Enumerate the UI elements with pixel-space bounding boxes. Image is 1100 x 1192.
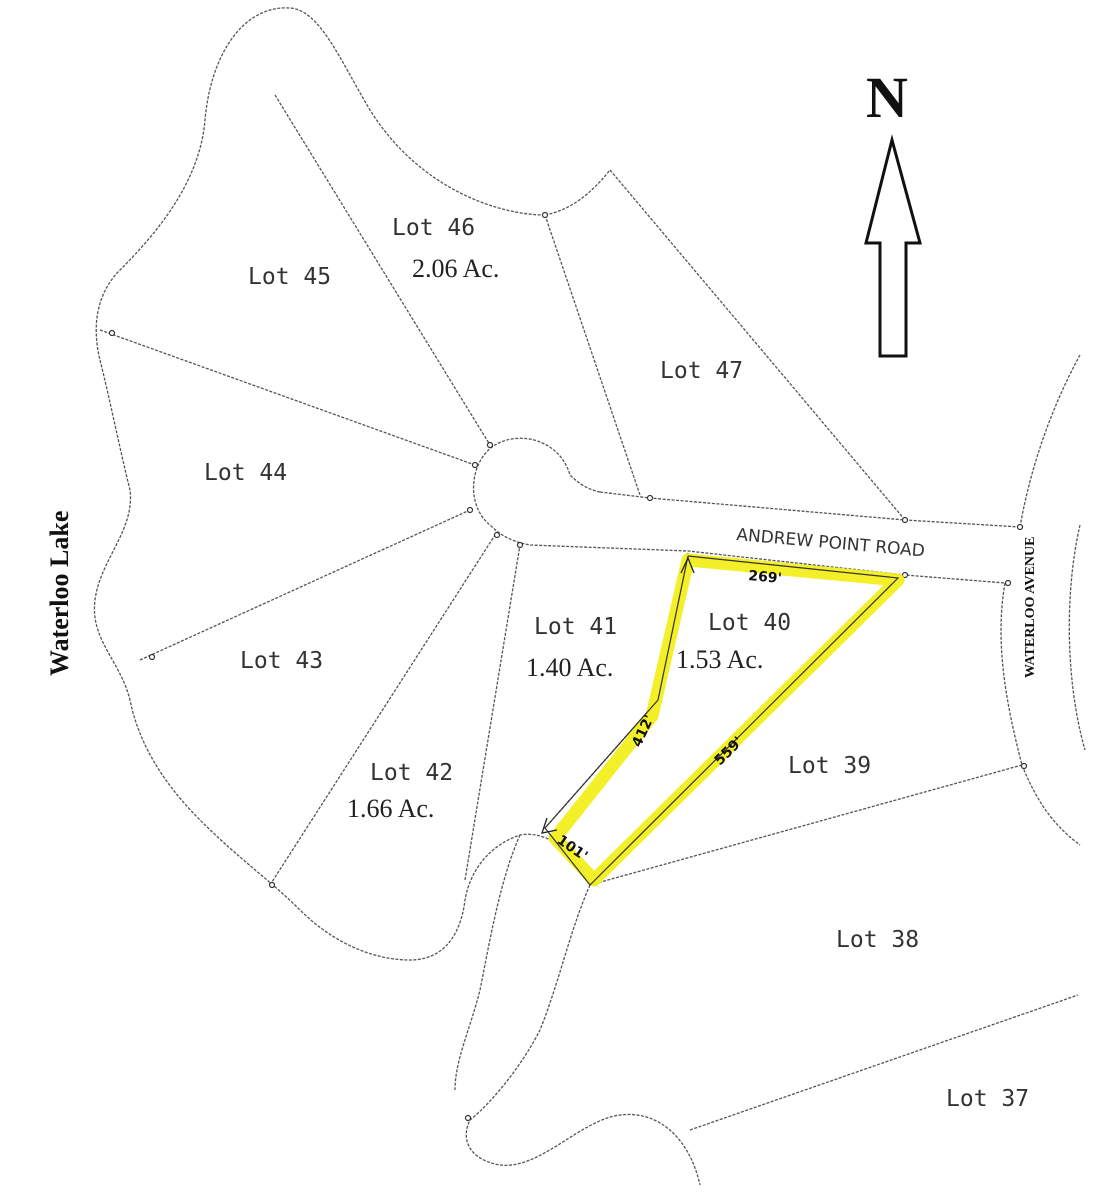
- waterloo-ave-west: [1000, 582, 1081, 846]
- dimension-269: 269': [748, 568, 783, 587]
- lot-45-label: Lot 45: [248, 264, 331, 290]
- lot-line-42-43: [269, 534, 496, 886]
- lot-37-label: Lot 37: [946, 1086, 1029, 1112]
- lot-41-label: Lot 41: [534, 614, 617, 640]
- lot-38-label: Lot 38: [836, 927, 919, 953]
- lot-line-47-east: [609, 169, 906, 521]
- lot-44-label: Lot 44: [204, 460, 287, 486]
- lot-40-acres: 1.53 Ac.: [676, 645, 763, 674]
- lot-line-41-40: [544, 552, 689, 829]
- lot-46-acres: 2.06 Ac.: [412, 254, 499, 283]
- lot-40-label: Lot 40: [708, 610, 791, 636]
- lot-line-46-47: [544, 214, 641, 496]
- north-arrow-icon: [864, 134, 922, 358]
- peninsula-west: [454, 834, 521, 1091]
- dimension-arrow-south: [541, 817, 558, 834]
- peninsula-boundary: [465, 884, 701, 1186]
- lot-line-41-42: [464, 544, 521, 881]
- lot-41-acres: 1.40 Ac.: [526, 653, 613, 682]
- lot-39-label: Lot 39: [788, 753, 871, 779]
- lot-42-label: Lot 42: [370, 760, 453, 786]
- survey-pins: [108, 211, 1028, 1122]
- waterloo-avenue-label: WATERLOO AVENUE: [1023, 537, 1038, 678]
- lot-line-39-38: [589, 764, 1023, 886]
- north-arrow: N: [864, 65, 922, 358]
- lot-47-label: Lot 47: [660, 358, 743, 384]
- lot-46-label: Lot 46: [392, 215, 475, 241]
- waterloo-lake-label: Waterloo Lake: [45, 511, 74, 676]
- north-label: N: [866, 65, 908, 130]
- lot-42-acres: 1.66 Ac.: [347, 794, 434, 823]
- dimension-arrow-west: [680, 556, 695, 574]
- andrew-point-road-label: ANDREW POINT ROAD: [736, 525, 926, 561]
- lot-line-44-45: [99, 329, 476, 466]
- lot-line-45-46: [274, 94, 491, 446]
- shoreline-top: [544, 169, 611, 216]
- waterloo-ave-east-2: [1068, 524, 1086, 751]
- lot-43-label: Lot 43: [240, 648, 323, 674]
- waterloo-ave-east: [1019, 354, 1081, 528]
- road-north-edge: [599, 491, 1021, 528]
- lot-40-boundary: [544, 555, 900, 886]
- lot-40-highlight[interactable]: [548, 553, 905, 887]
- lot-line-38-37: [689, 994, 1079, 1131]
- shoreline-boundary: [93, 7, 591, 961]
- lot-line-43-44: [139, 509, 471, 661]
